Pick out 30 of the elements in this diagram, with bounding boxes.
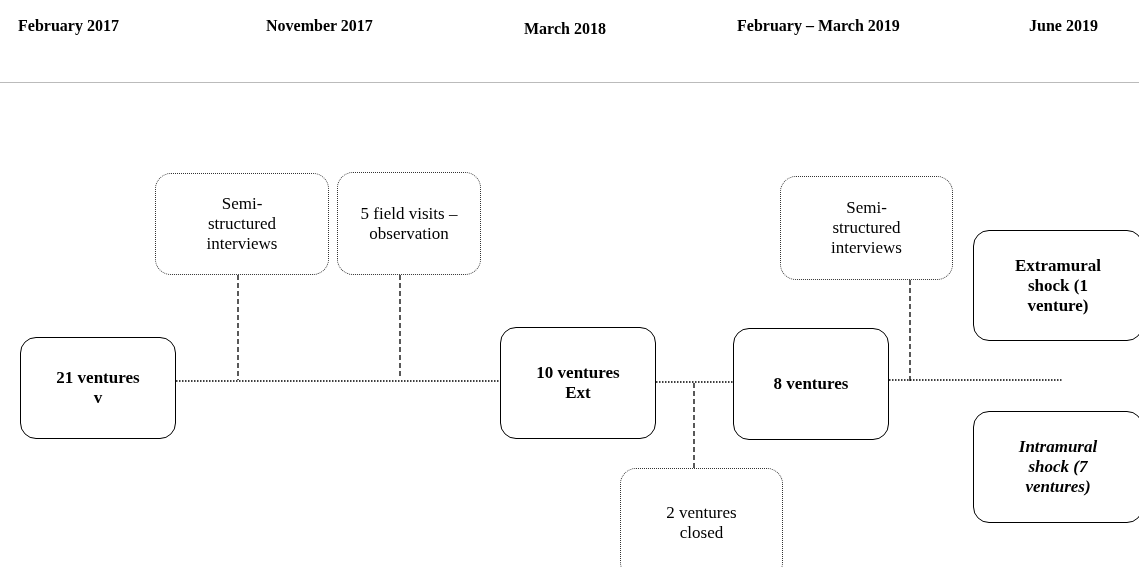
timeline-line xyxy=(175,380,501,382)
node-text: Extramural shock (1 venture) xyxy=(1014,255,1102,316)
node-text: 10 ventures Ext xyxy=(535,363,621,403)
node-text: Semi-structured interviews xyxy=(830,198,903,258)
node-text: 5 field visits – observation xyxy=(360,203,458,244)
date-label: February 2017 xyxy=(18,17,119,35)
note-box xyxy=(155,173,329,275)
stage-box xyxy=(973,230,1139,341)
date-label: February – March 2019 xyxy=(737,17,900,35)
node-text: Intramural shock (7 ventures) xyxy=(1017,437,1099,497)
node-text: 21 ventures v xyxy=(55,368,141,408)
stage-box xyxy=(973,411,1139,523)
node-text: 8 ventures xyxy=(773,374,849,394)
stage-box xyxy=(500,327,656,439)
leader-line xyxy=(909,279,911,383)
note-box xyxy=(620,468,783,567)
leader-line xyxy=(237,274,239,381)
note-box xyxy=(780,176,953,280)
leader-line xyxy=(693,382,695,469)
timeline-line xyxy=(888,379,1064,381)
stage-box xyxy=(733,328,889,440)
date-label: March 2018 xyxy=(524,20,606,38)
timeline-line xyxy=(655,381,734,383)
date-label: June 2019 xyxy=(1029,17,1098,35)
node-text: Semi-structured interviews xyxy=(205,194,279,254)
note-box xyxy=(337,172,481,275)
leader-line xyxy=(399,274,401,379)
node-text: 2 ventures closed xyxy=(665,503,738,543)
stage-box xyxy=(20,337,176,439)
date-label: November 2017 xyxy=(266,17,373,35)
